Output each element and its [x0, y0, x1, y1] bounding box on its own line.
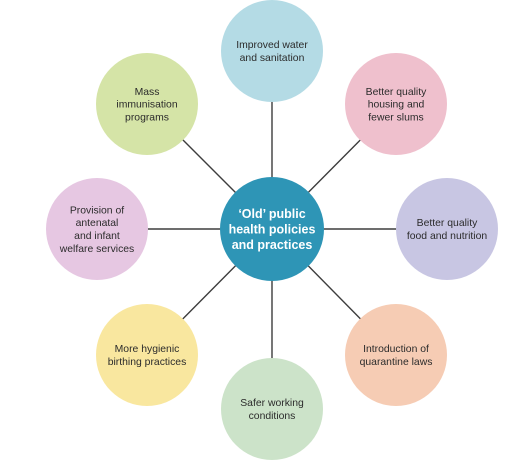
node-water: Improved water and sanitation [221, 0, 323, 102]
node-water-circle [221, 0, 323, 102]
node-working-label-line: conditions [249, 411, 296, 422]
node-antenatal-label-line: antenatal [76, 218, 119, 229]
center-label-line: ‘Old’ public [238, 207, 305, 221]
node-food-circle [396, 178, 498, 280]
node-quarantine: Introduction of quarantine laws [345, 304, 447, 406]
node-quarantine-circle [345, 304, 447, 406]
node-working-label: Safer working conditions [240, 398, 304, 422]
node-food-label-line: food and nutrition [407, 231, 488, 242]
center-label-line: and practices [232, 238, 313, 252]
node-working-circle [221, 358, 323, 460]
node-antenatal-label-line: welfare services [59, 244, 135, 255]
node-water-label: Improved water and sanitation [236, 40, 308, 64]
node-antenatal-circle [46, 178, 148, 280]
node-food-label: Better quality food and nutrition [407, 218, 488, 242]
node-antenatal-label-line: and infant [74, 231, 120, 242]
node-quarantine-label-line: Introduction of [363, 344, 429, 355]
node-antenatal-label: Provision of antenatal and infant welfare s… [59, 205, 135, 254]
node-food-label-line: Better quality [417, 218, 478, 229]
node-working-label-line: Safer working [240, 398, 304, 409]
node-working: Safer working conditions [221, 358, 323, 460]
node-immunisation-circle [96, 53, 198, 155]
center-circle [220, 177, 324, 281]
node-immunisation-label-line: Mass [135, 87, 160, 98]
node-quarantine-label-line: quarantine laws [360, 357, 433, 368]
node-birthing-label: More hygienic birthing practices [108, 344, 187, 368]
node-immunisation-label-line: immunisation [116, 100, 177, 111]
node-birthing: More hygienic birthing practices [96, 304, 198, 406]
node-food: Better quality food and nutrition [396, 178, 498, 280]
node-birthing-circle [96, 304, 198, 406]
node-quarantine-label: Introduction of quarantine laws [360, 344, 433, 368]
node-housing-label-line: Better quality [366, 87, 427, 98]
node-birthing-label-line: birthing practices [108, 357, 187, 368]
node-housing-circle [345, 53, 447, 155]
node-birthing-label-line: More hygienic [115, 344, 180, 355]
node-water-label-line: and sanitation [240, 53, 305, 64]
node-water-label-line: Improved water [236, 40, 308, 51]
node-housing-label-line: fewer slums [368, 112, 423, 123]
node-housing-label-line: housing and [368, 100, 425, 111]
center-label-line: health policies [229, 222, 316, 236]
node-immunisation-label-line: programs [125, 112, 169, 123]
node-antenatal: Provision of antenatal and infant welfare s… [46, 178, 148, 280]
node-antenatal-label-line: Provision of [70, 205, 124, 216]
